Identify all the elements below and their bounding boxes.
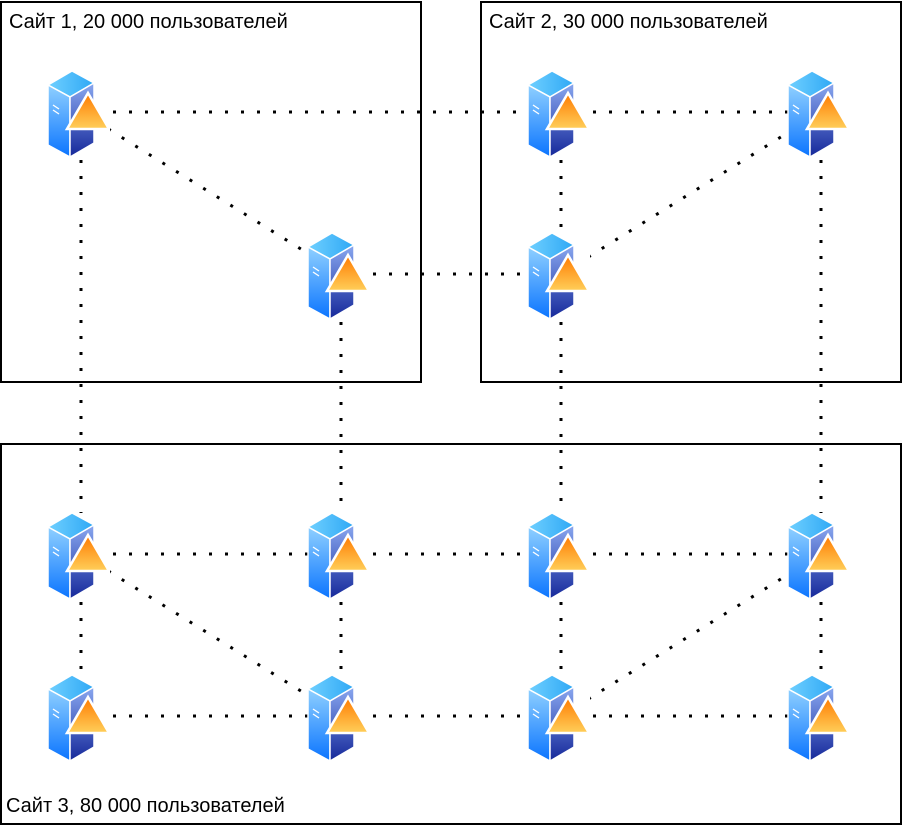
site-label-1: Сайт 1, 20 000 пользователей: [9, 11, 288, 33]
link-s3g-s3d: [560, 552, 822, 718]
site-box-3: [0, 443, 902, 825]
site-box-2: [480, 1, 902, 383]
server-node-s1b[interactable]: [306, 231, 370, 321]
link-s2c-s2b: [560, 110, 822, 276]
server-node-s3b[interactable]: [306, 511, 370, 601]
server-node-s3f[interactable]: [306, 673, 370, 763]
server-node-s2a[interactable]: [526, 69, 590, 159]
nodes-layer: [46, 69, 850, 763]
link-s3a-s3f: [80, 552, 342, 718]
server-node-s3g[interactable]: [526, 673, 590, 763]
site-label-3: Сайт 3, 80 000 пользователей: [6, 795, 285, 817]
server-node-s3a[interactable]: [46, 511, 110, 601]
site-label-2: Сайт 2, 30 000 пользователей: [489, 11, 768, 33]
server-node-s1a[interactable]: [46, 69, 110, 159]
site-box-1: [0, 1, 422, 383]
server-node-s3c[interactable]: [526, 511, 590, 601]
server-node-s2b[interactable]: [786, 69, 850, 159]
server-node-s3d[interactable]: [786, 511, 850, 601]
link-s1a-s1b: [80, 110, 342, 276]
server-node-s3h[interactable]: [786, 673, 850, 763]
links-layer: [79, 110, 823, 718]
server-node-s3e[interactable]: [46, 673, 110, 763]
server-node-s2c[interactable]: [526, 231, 590, 321]
